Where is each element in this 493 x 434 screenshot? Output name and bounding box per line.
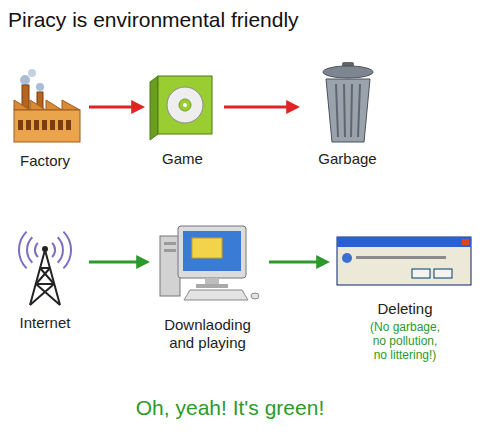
factory-node: Factory	[5, 70, 85, 170]
close-button	[462, 239, 469, 245]
screen	[183, 231, 241, 271]
wave	[27, 237, 32, 262]
windows	[18, 120, 71, 130]
monitor-stand	[205, 278, 219, 284]
antenna-icon	[19, 232, 71, 305]
radio-waves	[19, 232, 71, 269]
mouse	[251, 293, 259, 299]
ribs	[336, 84, 360, 137]
rib	[358, 84, 360, 137]
rib	[336, 84, 338, 137]
tower-case	[160, 236, 180, 296]
dialog-button	[434, 269, 452, 278]
node-label: Garbage	[318, 150, 376, 168]
wave	[19, 232, 27, 269]
window	[26, 120, 31, 130]
screen-window	[192, 238, 222, 258]
roof	[14, 100, 80, 110]
drive-slot	[164, 242, 176, 245]
smoke	[28, 69, 36, 77]
monitor-base	[196, 284, 228, 288]
flow-arrow	[89, 106, 141, 109]
smoke	[20, 75, 30, 85]
lid	[323, 66, 373, 78]
window	[66, 120, 71, 130]
game-icon	[150, 76, 212, 140]
wave	[58, 237, 63, 262]
factory-body	[14, 110, 80, 142]
monitor	[178, 226, 246, 278]
computer-icon	[160, 226, 259, 300]
tower-legs	[30, 250, 60, 305]
disc-label	[179, 99, 191, 111]
node-label: Downlaoding and playing	[158, 316, 258, 352]
delete-node: Deleting (No garbage, no pollution, no li…	[330, 232, 480, 362]
case-spine	[150, 76, 158, 140]
antenna-tip	[42, 246, 48, 252]
dialog-window	[337, 237, 471, 285]
garbage-icon	[323, 62, 373, 142]
wave	[35, 243, 38, 257]
window	[58, 120, 63, 130]
title-bar	[337, 237, 471, 247]
flow-arrow	[224, 106, 296, 109]
window	[42, 120, 47, 130]
smoke	[36, 83, 44, 91]
can-body	[326, 79, 370, 142]
factory-icon	[14, 69, 80, 142]
question-icon	[342, 253, 352, 263]
dialog-button	[412, 269, 430, 278]
caption: Oh, yeah! It's green!	[0, 396, 460, 420]
window	[34, 120, 39, 130]
node-label: Factory	[20, 152, 70, 170]
node-label: Deleting	[377, 300, 432, 318]
drive-slot	[164, 249, 176, 252]
window	[18, 120, 23, 130]
garbage-node: Garbage	[300, 58, 395, 168]
node-note: (No garbage, no pollution, no littering!…	[365, 320, 445, 362]
tower-bracing	[30, 268, 60, 305]
dialog-icon	[337, 237, 471, 285]
flow-arrow	[89, 261, 146, 264]
wave	[52, 243, 55, 257]
wave	[63, 232, 71, 269]
disc-hole	[183, 103, 187, 107]
message-line	[356, 256, 446, 259]
window	[50, 120, 55, 130]
rib	[351, 84, 352, 137]
disc	[167, 87, 203, 123]
rib	[344, 84, 345, 137]
flow-arrow	[269, 261, 326, 264]
node-label: Game	[162, 150, 203, 168]
title: Piracy is environmental friendly	[8, 8, 299, 32]
game-case	[158, 76, 212, 134]
game-node: Game	[145, 68, 220, 168]
node-label: Internet	[20, 314, 71, 332]
keyboard	[184, 290, 248, 300]
tower	[30, 250, 60, 305]
computer-node: Downlaoding and playing	[150, 222, 265, 352]
connectors	[89, 107, 326, 262]
internet-node: Internet	[5, 222, 85, 332]
